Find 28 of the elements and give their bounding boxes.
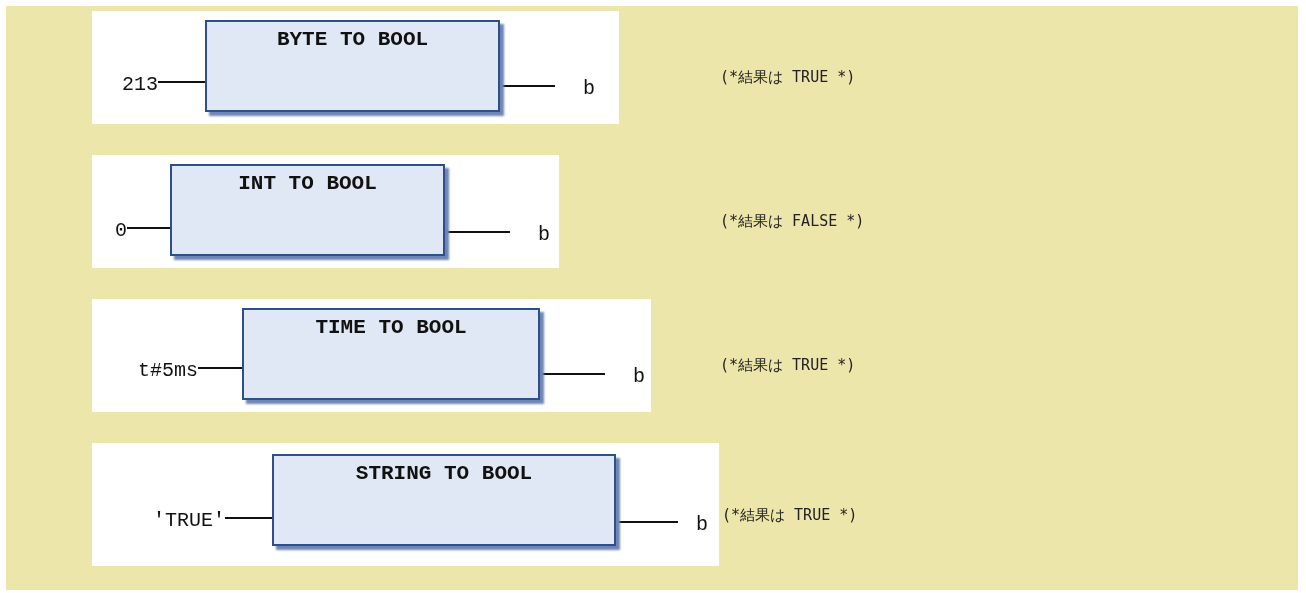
input-value: t#5ms <box>86 358 198 382</box>
code-comment: (*結果は TRUE *) <box>720 356 856 375</box>
input-value: 'TRUE' <box>96 508 225 532</box>
output-variable: b <box>555 76 595 100</box>
block-title: STRING TO BOOL <box>355 462 533 487</box>
connector-line <box>157 81 206 83</box>
connector-line <box>444 231 511 233</box>
block-title: BYTE TO BOOL <box>276 28 429 53</box>
connector-line <box>224 517 273 519</box>
connector-line <box>499 85 556 87</box>
code-comment: (*結果は TRUE *) <box>722 506 858 525</box>
block-title: TIME TO BOOL <box>315 316 467 341</box>
input-value: 213 <box>96 72 158 96</box>
connector-line <box>197 367 243 369</box>
block-title: INT TO BOOL <box>238 172 377 197</box>
connector-line <box>615 521 679 523</box>
function-block <box>272 454 616 546</box>
code-comment: (*結果は TRUE *) <box>720 68 856 87</box>
function-block <box>242 308 540 400</box>
output-variable: b <box>605 364 645 388</box>
code-comment: (*結果は FALSE *) <box>720 212 865 231</box>
function-block <box>205 20 500 112</box>
connector-line <box>539 373 606 375</box>
connector-line <box>126 227 171 229</box>
input-value: 0 <box>96 218 127 242</box>
function-block <box>170 164 445 256</box>
output-variable: b <box>510 222 550 246</box>
output-variable: b <box>678 512 708 536</box>
